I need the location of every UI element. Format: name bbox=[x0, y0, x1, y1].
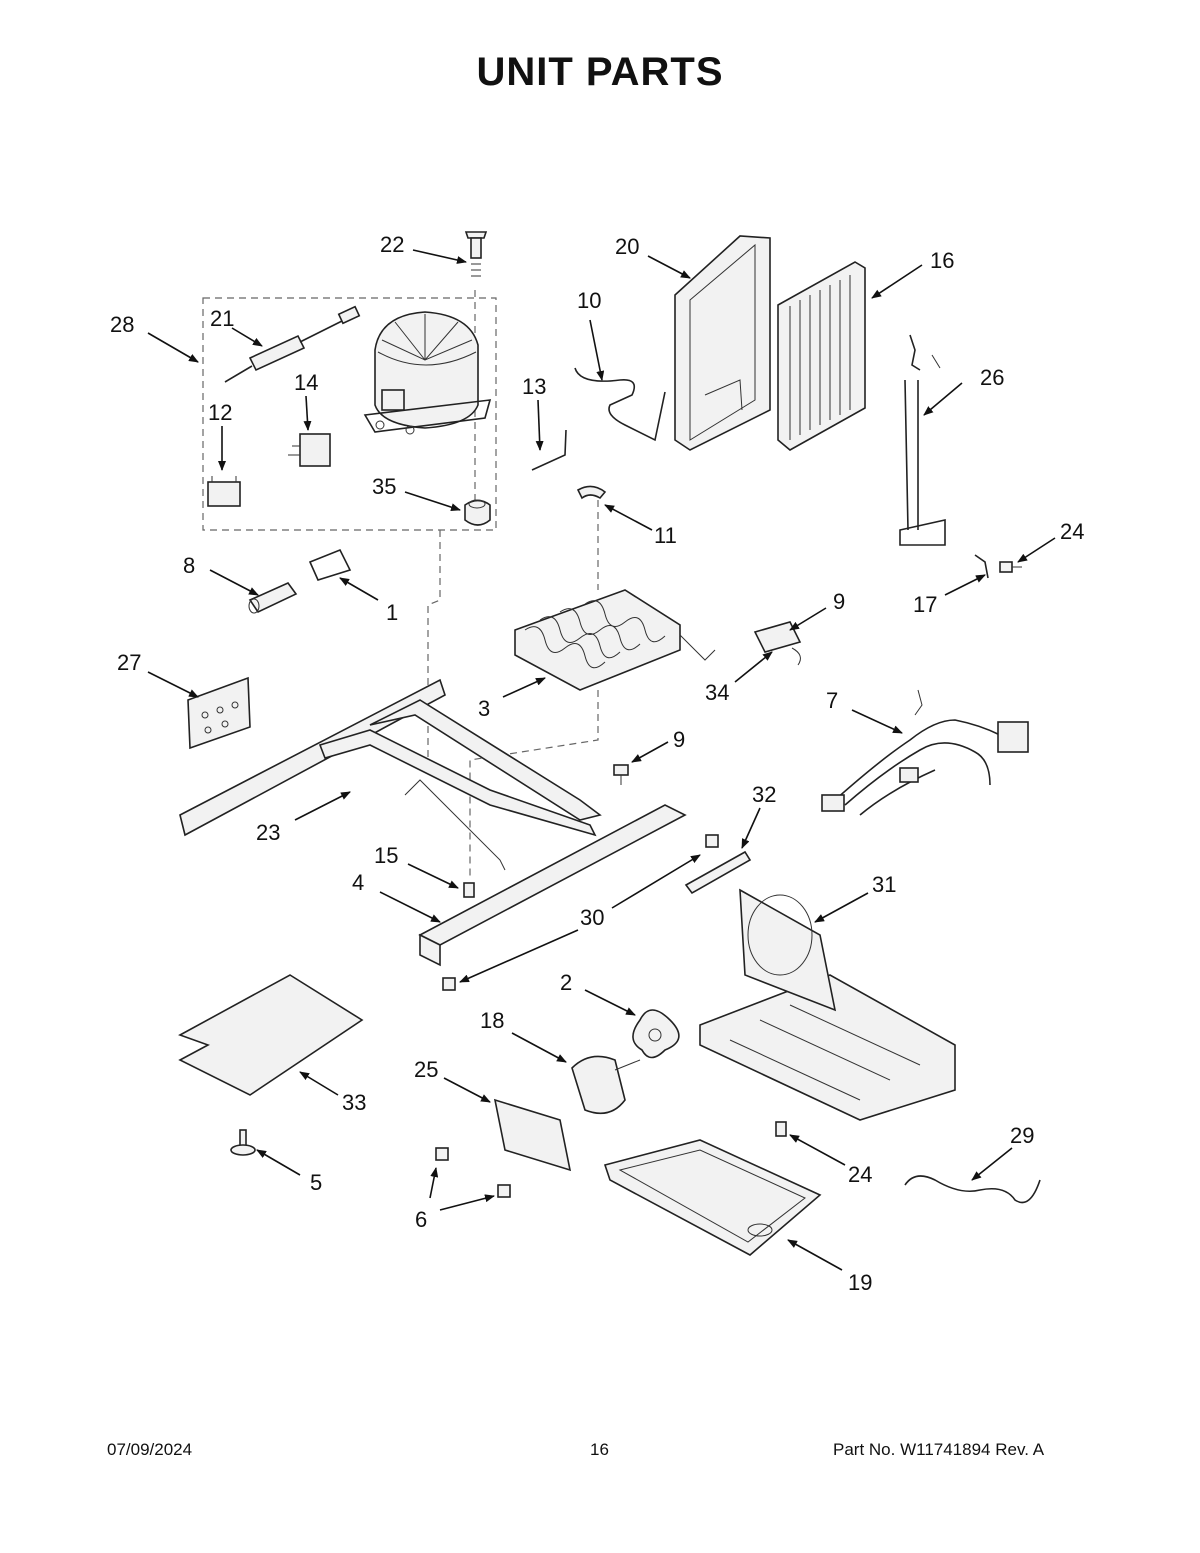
callout-33: 33 bbox=[342, 1090, 366, 1115]
callout-2: 2 bbox=[560, 970, 572, 995]
condenser-fan-motor bbox=[571, 1055, 641, 1115]
screw bbox=[463, 882, 475, 898]
screw bbox=[442, 977, 456, 991]
callout-14: 14 bbox=[294, 370, 318, 395]
callout-29: 29 bbox=[1010, 1123, 1034, 1148]
compressor-group-box bbox=[202, 297, 497, 531]
callout-24-lower: 24 bbox=[848, 1162, 872, 1187]
callout-21: 21 bbox=[210, 306, 234, 331]
callout-24-upper: 24 bbox=[1060, 519, 1084, 544]
callout-20: 20 bbox=[615, 234, 639, 259]
callout-26: 26 bbox=[980, 365, 1004, 390]
callout-10: 10 bbox=[577, 288, 601, 313]
defrost-heater bbox=[899, 334, 946, 546]
screw bbox=[705, 834, 719, 848]
callout-31: 31 bbox=[872, 872, 896, 897]
screw bbox=[613, 764, 629, 785]
drain-heater bbox=[904, 1175, 1041, 1204]
foam-strip bbox=[684, 850, 752, 895]
condenser-shroud bbox=[674, 235, 771, 451]
callout-4: 4 bbox=[352, 870, 364, 895]
callout-28: 28 bbox=[110, 312, 134, 337]
filter-drier bbox=[224, 305, 361, 383]
base-frame bbox=[179, 678, 602, 871]
screw bbox=[999, 561, 1022, 573]
condenser-coil bbox=[777, 261, 866, 451]
callout-27: 27 bbox=[117, 650, 141, 675]
callout-32: 32 bbox=[752, 782, 776, 807]
screw bbox=[775, 1121, 787, 1137]
screw bbox=[497, 1184, 511, 1198]
callout-leaders bbox=[147, 249, 1056, 1271]
leveling-leg bbox=[230, 1129, 256, 1156]
cover-panel bbox=[178, 974, 364, 1096]
page-title: UNIT PARTS bbox=[476, 50, 724, 94]
callout-15: 15 bbox=[374, 843, 398, 868]
thermistor bbox=[753, 621, 802, 666]
callout-12: 12 bbox=[208, 400, 232, 425]
callout-23: 23 bbox=[256, 820, 280, 845]
compressor-mount-grommet bbox=[464, 231, 488, 277]
callout-19: 19 bbox=[848, 1270, 872, 1295]
callout-16: 16 bbox=[930, 248, 954, 273]
callout-9-middle: 9 bbox=[673, 727, 685, 752]
callout-11: 11 bbox=[654, 523, 677, 548]
wire-retainer bbox=[308, 548, 352, 581]
compressor-grommet bbox=[464, 499, 491, 526]
evaporator-coil bbox=[514, 589, 716, 691]
start-relay bbox=[288, 433, 331, 467]
callout-5: 5 bbox=[310, 1170, 322, 1195]
heater-clip bbox=[974, 554, 989, 579]
footer-page-number: 16 bbox=[590, 1440, 609, 1459]
callout-8: 8 bbox=[183, 553, 195, 578]
callout-3: 3 bbox=[478, 696, 490, 721]
screw bbox=[435, 1147, 449, 1161]
control-board bbox=[187, 676, 251, 750]
drain-pan bbox=[603, 1139, 822, 1256]
callout-17: 17 bbox=[913, 592, 937, 617]
callout-6: 6 bbox=[415, 1207, 427, 1232]
callout-7: 7 bbox=[826, 688, 838, 713]
front-rail bbox=[418, 804, 687, 967]
callout-22: 22 bbox=[380, 232, 404, 257]
group-connector-line bbox=[427, 530, 441, 760]
evaporator-connector-line bbox=[469, 690, 599, 880]
callout-labels: 22 20 16 10 28 21 14 12 13 26 35 11 24 8… bbox=[110, 232, 1084, 1295]
wire-harness bbox=[821, 689, 1029, 816]
callout-35: 35 bbox=[372, 474, 396, 499]
motor-bracket bbox=[493, 1098, 572, 1172]
callout-1: 1 bbox=[386, 600, 398, 625]
callout-13: 13 bbox=[522, 374, 546, 399]
callout-30: 30 bbox=[580, 905, 604, 930]
machine-compartment-base bbox=[699, 888, 956, 1121]
fan-blade bbox=[632, 1009, 680, 1059]
callout-25: 25 bbox=[414, 1057, 438, 1082]
insulation-sleeve bbox=[248, 582, 298, 614]
suction-tube bbox=[574, 367, 666, 442]
capacitor bbox=[207, 476, 241, 507]
callout-34: 34 bbox=[705, 680, 729, 705]
tubing-clip bbox=[576, 485, 607, 500]
compressor bbox=[363, 311, 492, 435]
drain-tube bbox=[531, 429, 567, 471]
callout-9-upper: 9 bbox=[833, 589, 845, 614]
footer-date: 07/09/2024 bbox=[107, 1440, 193, 1459]
callout-18: 18 bbox=[480, 1008, 504, 1033]
footer-part-number: Part No. W11741894 Rev. A bbox=[833, 1440, 1045, 1459]
